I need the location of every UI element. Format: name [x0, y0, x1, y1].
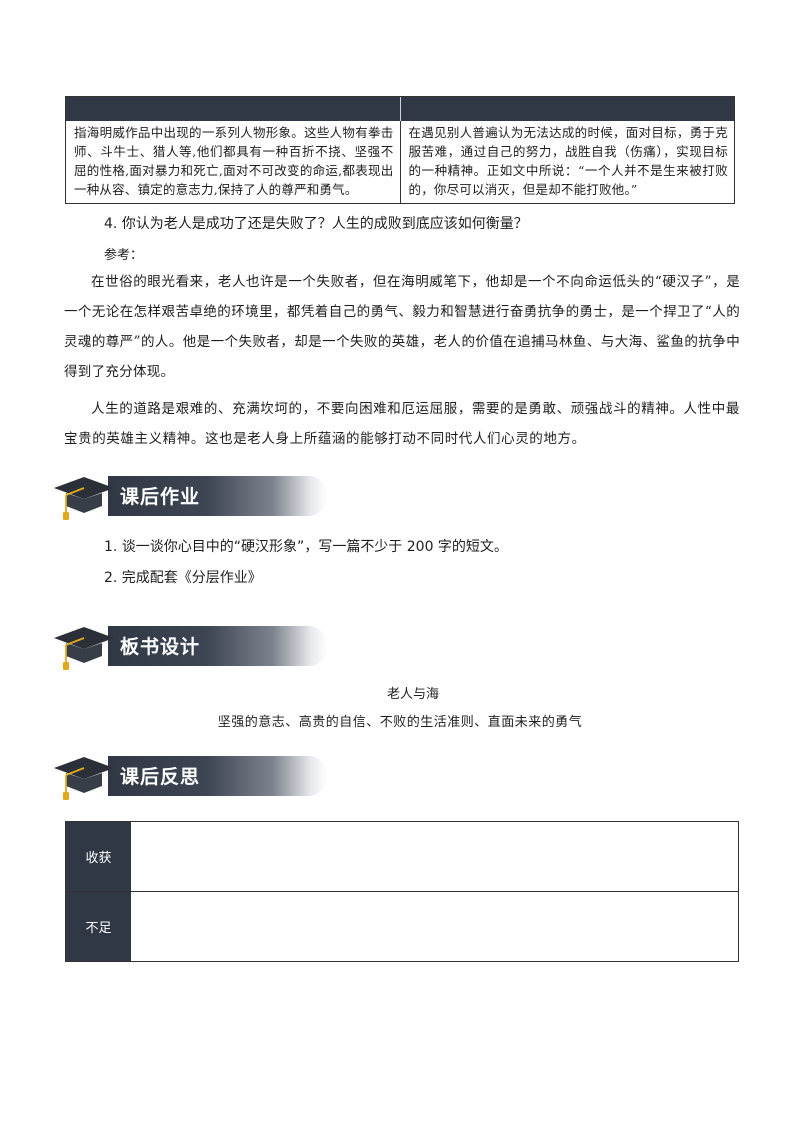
concept-table-right-cell: 在遇见别人普遍认为无法达成的时候，面对目标，勇于克服苦难，通过自己的努力，战胜自… [399, 121, 735, 203]
concept-table: 指海明威作品中出现的一系列人物形象。这些人物有拳击师、斗牛士、猎人等,他们都具有… [65, 96, 735, 204]
reflection-row-lack: 不足 [66, 891, 738, 961]
board-subtitle: 坚强的意志、高贵的自信、不败的生活准则、直面未来的勇气 [217, 715, 583, 730]
graduation-cap-icon [54, 757, 114, 800]
board-title: 老人与海 [386, 687, 439, 702]
gain-value-cell [131, 822, 738, 891]
lack-value-cell [131, 892, 738, 961]
lack-label: 不足 [66, 892, 131, 961]
answer-paragraph-2: 人生的道路是艰难的、充满坎坷的，不要向困难和厄运屈服，需要的是勇敢、顽强战斗的精… [64, 401, 740, 447]
reflection-table: 收获 不足 [65, 821, 739, 962]
answer-paragraph-1: 在世俗的眼光看来，老人也许是一个失败者，但在海明威笔下，他却是一个不向命运低头的… [64, 274, 740, 380]
homework-section-header: 课后作业 [52, 468, 328, 524]
homework-item-1: 1. 谈一谈你心目中的“硬汉形象”，写一篇不少于 200 字的短文。 [104, 539, 508, 555]
gain-label: 收获 [66, 822, 131, 891]
concept-table-body: 指海明威作品中出现的一系列人物形象。这些人物有拳击师、斗牛士、猎人等,他们都具有… [66, 121, 734, 203]
concept-table-header [66, 97, 734, 121]
concept-table-header-right [399, 97, 735, 121]
reflection-row-gain: 收获 [66, 822, 738, 891]
concept-table-header-left [66, 97, 400, 121]
graduation-cap-icon [54, 477, 114, 520]
section-banner [108, 476, 328, 516]
reflection-section-header: 课后反思 [52, 748, 328, 804]
reflection-section-title: 课后反思 [120, 766, 201, 788]
question-4: 4. 你认为老人是成功了还是失败了？人生的成败到底应该如何衡量？ [104, 216, 528, 232]
concept-table-left-cell: 指海明威作品中出现的一系列人物形象。这些人物有拳击师、斗牛士、猎人等,他们都具有… [74, 125, 394, 197]
board-design-section-title: 板书设计 [120, 636, 201, 658]
graduation-cap-icon [54, 627, 114, 670]
board-design-section-header: 板书设计 [52, 618, 328, 674]
section-banner [108, 756, 328, 796]
reference-label: 参考： [104, 248, 144, 263]
section-banner [108, 626, 328, 666]
homework-item-2: 2. 完成配套《分层作业》 [104, 570, 262, 586]
homework-section-title: 课后作业 [120, 486, 201, 508]
